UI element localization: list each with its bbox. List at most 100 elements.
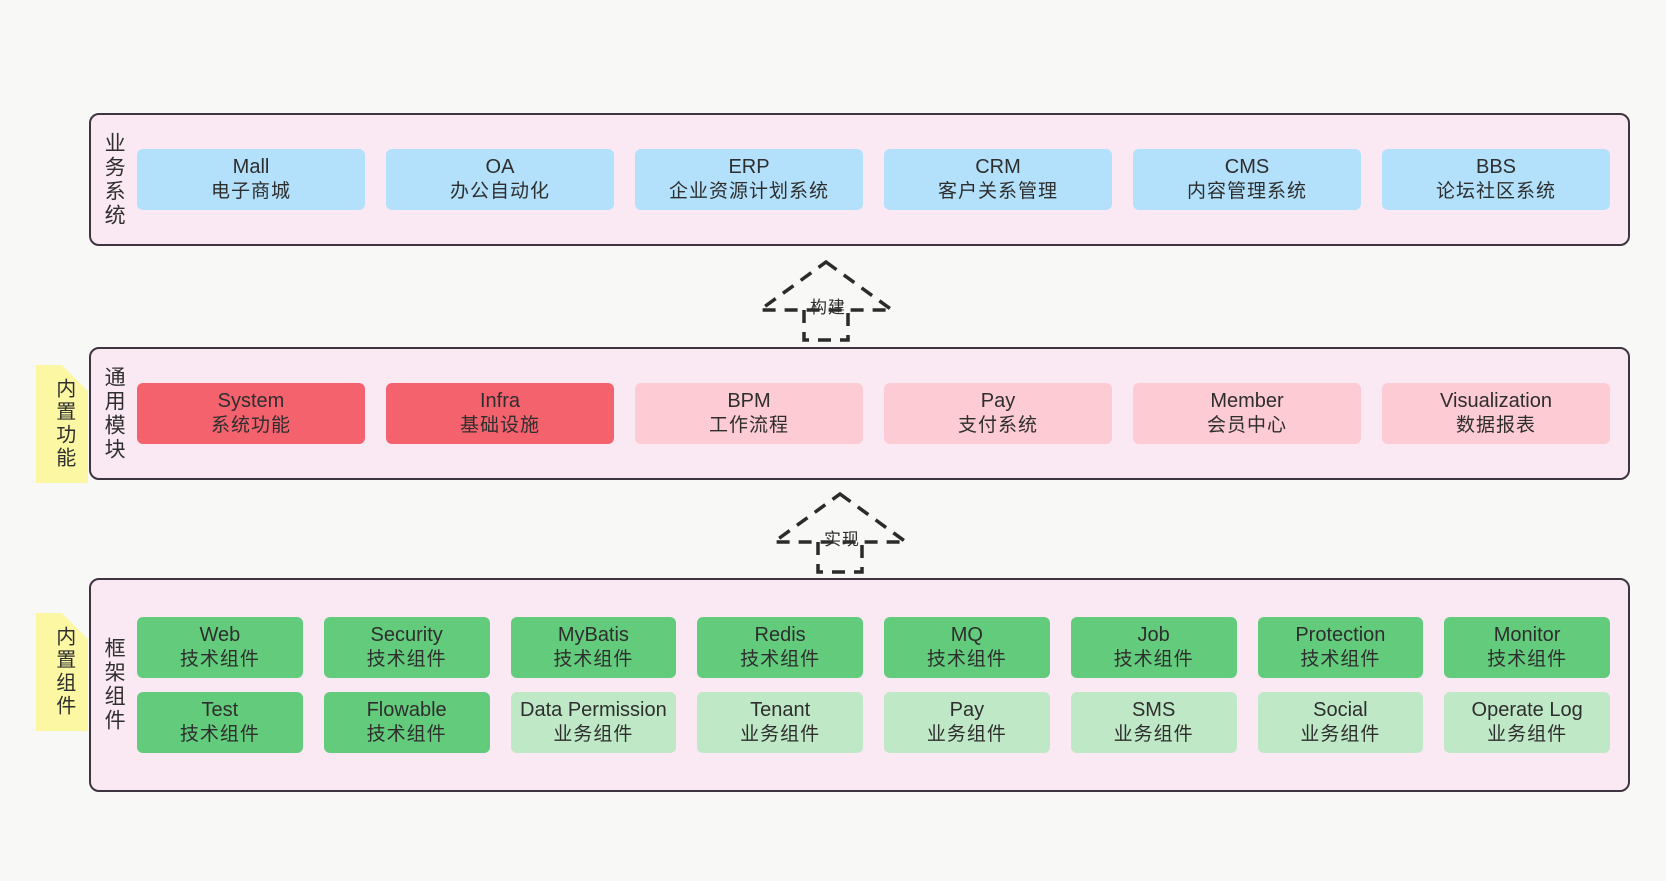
build-arrow-shape	[754, 259, 898, 342]
card-visualization[interactable]: Visualization 数据报表	[1382, 383, 1610, 444]
card-subtitle: 内容管理系统	[1186, 181, 1307, 203]
card-subtitle: 支付系统	[957, 415, 1038, 437]
card-mybatis[interactable]: MyBatis 技术组件	[510, 617, 677, 678]
implement-arrow-shape	[768, 491, 912, 574]
connector-build-label: 构建	[810, 293, 846, 318]
card-subtitle: 技术组件	[179, 649, 260, 671]
card-title: Job	[1137, 624, 1170, 647]
card-security[interactable]: Security 技术组件	[323, 617, 490, 678]
panel-framework-components: 框架组件 Web 技术组件 Security 技术组件 MyBatis 技术组件…	[89, 578, 1630, 792]
card-subtitle: 业务组件	[1487, 724, 1568, 745]
card-flowable[interactable]: Flowable 技术组件	[323, 692, 490, 753]
card-subtitle: 系统功能	[210, 415, 291, 437]
card-operate-log[interactable]: Operate Log 业务组件	[1444, 692, 1610, 753]
panel-business-systems: 业务系统 Mall 电子商城 OA 办公自动化 ERP 企业资源计划系统 CRM	[89, 113, 1630, 246]
card-subtitle: 企业资源计划系统	[668, 181, 829, 203]
panel-body-framework-components: Web 技术组件 Security 技术组件 MyBatis 技术组件 Redi…	[131, 580, 1628, 790]
panel-common-modules: 通用模块 System 系统功能 Infra 基础设施 BPM 工作流程 Pay	[89, 347, 1630, 480]
card-social[interactable]: Social 业务组件	[1257, 692, 1424, 753]
panel-title-text: 框架组件	[102, 637, 126, 733]
card-subtitle: 技术组件	[926, 649, 1007, 671]
card-job[interactable]: Job 技术组件	[1070, 617, 1237, 678]
card-test[interactable]: Test 技术组件	[137, 692, 303, 753]
panel-body-common-modules: System 系统功能 Infra 基础设施 BPM 工作流程 Pay 支付系统…	[131, 349, 1628, 478]
card-bbs[interactable]: BBS 论坛社区系统	[1382, 149, 1610, 210]
card-subtitle: 技术组件	[366, 724, 447, 745]
card-title: CRM	[975, 156, 1021, 179]
card-title: Pay	[980, 390, 1016, 413]
card-tenant[interactable]: Tenant 业务组件	[697, 692, 863, 753]
card-subtitle: 业务组件	[1300, 724, 1381, 745]
card-subtitle: 业务组件	[740, 724, 821, 745]
card-title: Redis	[754, 624, 806, 647]
card-title: Pay	[949, 699, 985, 721]
card-subtitle: 业务组件	[1113, 724, 1194, 745]
connector-build	[754, 258, 898, 342]
card-title: BBS	[1475, 156, 1517, 179]
panel-title-common-modules: 通用模块	[91, 349, 131, 478]
card-row: Mall 电子商城 OA 办公自动化 ERP 企业资源计划系统 CRM 客户关系…	[137, 149, 1610, 210]
panel-title-text: 通用模块	[102, 365, 126, 462]
card-subtitle: 技术组件	[179, 724, 260, 745]
card-mq[interactable]: MQ 技术组件	[884, 617, 1050, 678]
card-title: Social	[1313, 699, 1368, 721]
card-web[interactable]: Web 技术组件	[137, 617, 303, 678]
note-builtin-components: 内置组件	[36, 613, 88, 731]
card-pay-module[interactable]: Pay 支付系统	[884, 383, 1112, 444]
card-infra[interactable]: Infra 基础设施	[386, 383, 614, 444]
card-title: System	[217, 390, 285, 413]
card-title: MQ	[950, 624, 983, 647]
card-subtitle: 技术组件	[1113, 649, 1194, 671]
card-subtitle: 工作流程	[708, 415, 789, 437]
card-row: Test 技术组件 Flowable 技术组件 Data Permission …	[137, 692, 1610, 753]
card-subtitle: 电子商城	[210, 181, 291, 203]
card-title: OA	[485, 156, 515, 179]
card-title: SMS	[1131, 699, 1176, 721]
card-redis[interactable]: Redis 技术组件	[697, 617, 863, 678]
card-title: Member	[1210, 390, 1284, 413]
card-subtitle: 业务组件	[553, 724, 634, 745]
card-subtitle: 数据报表	[1455, 415, 1536, 437]
connector-build-label-text: 构建	[810, 298, 846, 317]
card-data-permission[interactable]: Data Permission 业务组件	[510, 692, 677, 753]
panel-title-text: 业务系统	[102, 131, 126, 228]
card-monitor[interactable]: Monitor 技术组件	[1444, 617, 1610, 678]
card-cms[interactable]: CMS 内容管理系统	[1133, 149, 1361, 210]
card-pay-component[interactable]: Pay 业务组件	[884, 692, 1050, 753]
card-title: Protection	[1295, 624, 1386, 647]
card-bpm[interactable]: BPM 工作流程	[635, 383, 863, 444]
connector-implement-label: 实现	[824, 525, 860, 550]
card-erp[interactable]: ERP 企业资源计划系统	[635, 149, 863, 210]
card-mall[interactable]: Mall 电子商城	[137, 149, 365, 210]
card-subtitle: 论坛社区系统	[1435, 181, 1556, 203]
card-crm[interactable]: CRM 客户关系管理	[884, 149, 1112, 210]
connector-implement-label-text: 实现	[824, 530, 860, 549]
card-title: Visualization	[1440, 390, 1552, 413]
card-subtitle: 业务组件	[926, 724, 1007, 745]
card-row: Web 技术组件 Security 技术组件 MyBatis 技术组件 Redi…	[137, 617, 1610, 678]
card-subtitle: 技术组件	[1487, 649, 1568, 671]
card-subtitle: 基础设施	[459, 415, 540, 437]
card-system[interactable]: System 系统功能	[137, 383, 365, 444]
card-subtitle: 客户关系管理	[937, 181, 1058, 203]
card-row: System 系统功能 Infra 基础设施 BPM 工作流程 Pay 支付系统…	[137, 383, 1610, 444]
card-title: Test	[201, 699, 239, 721]
card-title: Web	[199, 624, 241, 647]
card-title: BPM	[727, 390, 771, 413]
card-subtitle: 技术组件	[1300, 649, 1381, 671]
panel-title-framework-components: 框架组件	[91, 580, 131, 790]
card-title: Infra	[479, 390, 521, 413]
panel-title-business-systems: 业务系统	[91, 115, 131, 244]
card-title: Tenant	[750, 699, 811, 721]
card-title: Data Permission	[520, 699, 667, 721]
card-oa[interactable]: OA 办公自动化	[386, 149, 614, 210]
card-title: MyBatis	[557, 624, 629, 647]
card-title: Operate Log	[1471, 699, 1583, 721]
connector-implement	[768, 490, 912, 574]
card-sms[interactable]: SMS 业务组件	[1070, 692, 1237, 753]
card-protection[interactable]: Protection 技术组件	[1257, 617, 1424, 678]
card-title: ERP	[728, 156, 770, 179]
note-builtin-features-text: 内置功能	[52, 378, 75, 470]
card-member[interactable]: Member 会员中心	[1133, 383, 1361, 444]
